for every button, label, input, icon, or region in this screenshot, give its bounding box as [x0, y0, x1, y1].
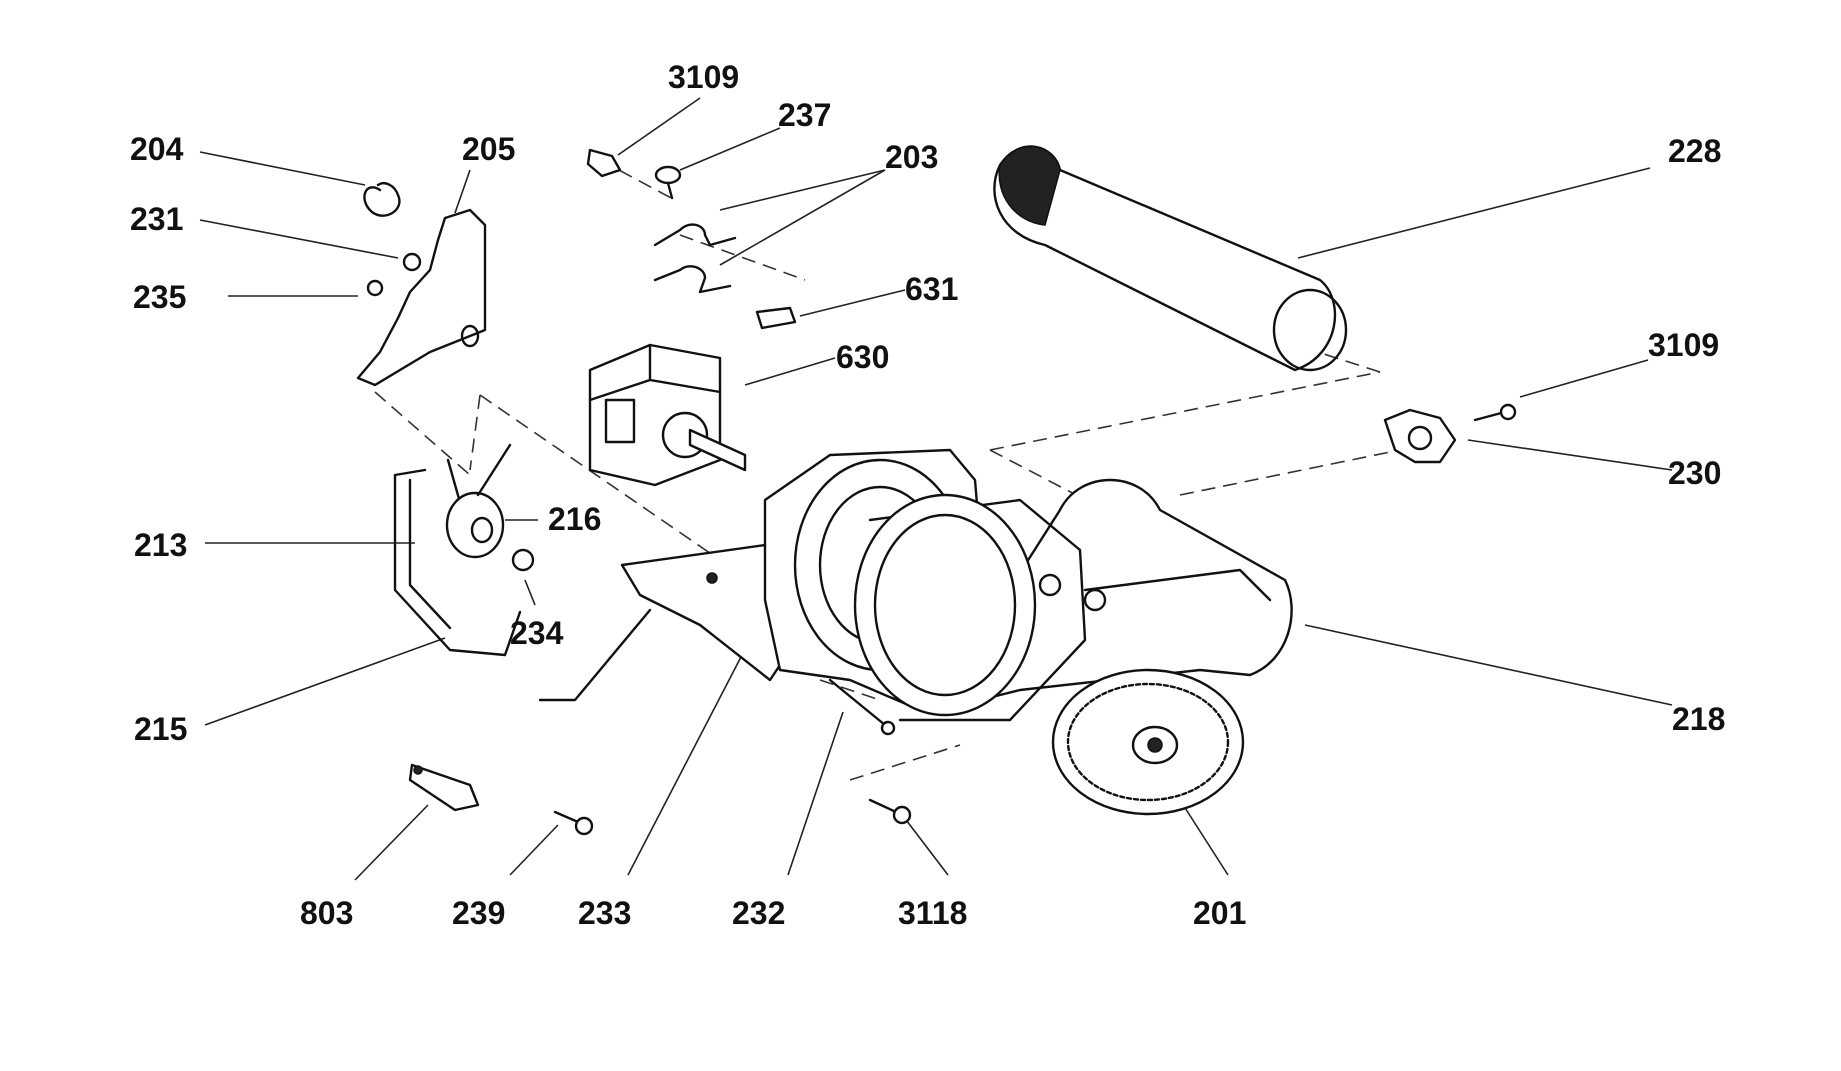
- label-204: 204: [130, 131, 184, 167]
- label-201: 201: [1193, 895, 1246, 931]
- part-239-screw: [553, 810, 594, 836]
- label-203: 203: [885, 139, 938, 175]
- part-803-switch: [408, 763, 480, 812]
- label-228: 228: [1668, 133, 1721, 169]
- label-631: 631: [905, 271, 958, 307]
- part-213-frame: [393, 458, 522, 657]
- label-215: 215: [134, 711, 187, 747]
- part-3118-screw: [868, 798, 912, 825]
- part-232-pin: [828, 678, 896, 736]
- part-205-bracket: [356, 208, 487, 387]
- part-215-rod: [538, 608, 652, 702]
- label-216: 216: [548, 501, 601, 537]
- label-218: 218: [1672, 701, 1725, 737]
- part-3109-top: [586, 148, 622, 178]
- part-237-screw: [654, 165, 682, 200]
- label-232: 232: [732, 895, 785, 931]
- label-3109-right: 3109: [1648, 327, 1719, 363]
- part-3109-right-screw: [1473, 403, 1517, 422]
- part-630-switch-box: [588, 343, 747, 487]
- part-labels: 204 205 231 235 3109 237 203 631 630 228…: [130, 59, 1725, 931]
- part-201-blower-wheel: [1051, 668, 1245, 816]
- label-3118: 3118: [898, 895, 967, 931]
- label-230: 230: [1668, 455, 1721, 491]
- part-228-duct: [993, 145, 1348, 372]
- label-630: 630: [836, 339, 889, 375]
- part-204-clip: [363, 181, 401, 217]
- label-803: 803: [300, 895, 353, 931]
- part-216-pulley: [445, 443, 512, 559]
- label-234: 234: [510, 615, 564, 651]
- label-231: 231: [130, 201, 183, 237]
- part-234-nut: [511, 548, 535, 572]
- label-239: 239: [452, 895, 505, 931]
- label-3109-top: 3109: [668, 59, 739, 95]
- part-218-blower-housing: [763, 448, 1293, 722]
- part-203-clamps: [653, 223, 737, 294]
- label-205: 205: [462, 131, 515, 167]
- label-233: 233: [578, 895, 631, 931]
- part-631-block: [755, 306, 797, 330]
- assembly-guide-lines: [374, 159, 1401, 781]
- part-230-thermostat: [1383, 408, 1457, 464]
- label-213: 213: [134, 527, 187, 563]
- leader-lines: [199, 97, 1673, 881]
- label-235: 235: [133, 279, 186, 315]
- label-237: 237: [778, 97, 831, 133]
